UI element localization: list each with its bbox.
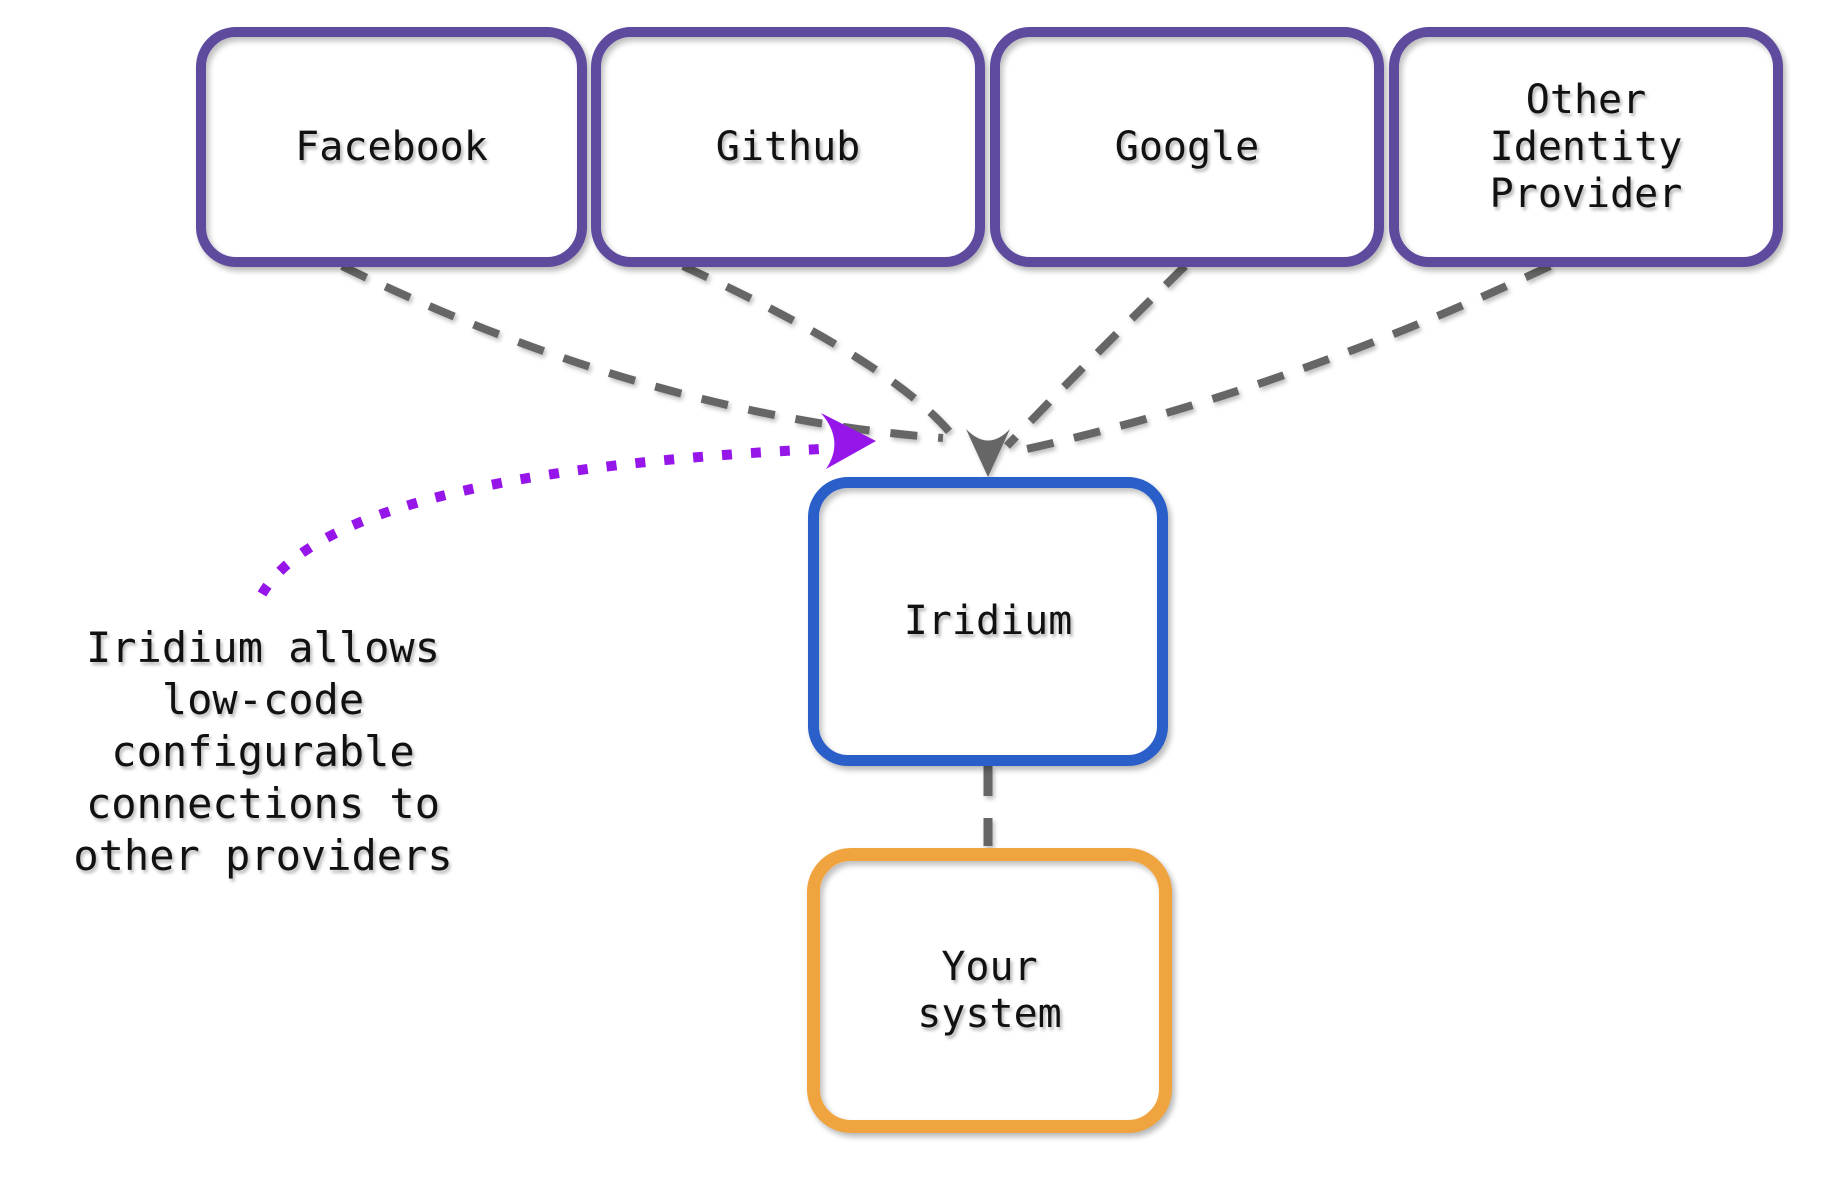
provider-box-google: Google — [990, 27, 1384, 267]
arrowhead-right-icon — [821, 413, 876, 469]
hub-label-iridium: Iridium — [903, 598, 1073, 644]
annotation-dotted-arrow — [257, 443, 844, 597]
connector-github-to-iridium — [681, 262, 963, 447]
provider-label-google: Google — [1114, 123, 1260, 170]
connector-facebook-to-iridium — [340, 262, 944, 442]
provider-box-other-identity-provider: Other Identity Provider — [1389, 27, 1783, 267]
connector-google-to-iridium — [1004, 263, 1188, 449]
provider-box-facebook: Facebook — [196, 27, 587, 267]
arrowhead-down-icon — [966, 429, 1010, 477]
target-box-your-system: Your system — [807, 848, 1172, 1133]
provider-label-facebook: Facebook — [295, 123, 488, 170]
provider-box-github: Github — [591, 27, 985, 267]
connector-other-provider-to-iridium — [1012, 262, 1552, 456]
provider-label-github: Github — [715, 123, 861, 170]
target-label-your-system: Your system — [917, 943, 1062, 1037]
annotation-text: Iridium allows low-code configurable con… — [73, 623, 453, 880]
provider-label-other-identity-provider: Other Identity Provider — [1489, 76, 1683, 217]
hub-box-iridium: Iridium — [808, 477, 1168, 766]
